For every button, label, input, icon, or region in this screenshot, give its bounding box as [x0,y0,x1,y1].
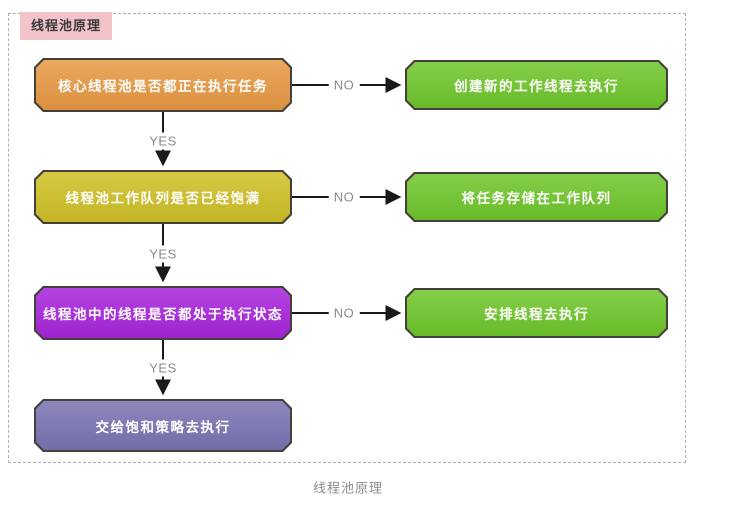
edge-label-yes-3: YES [144,359,182,377]
edge-label-no-1: NO [328,76,360,94]
diagram-title-chip: 线程池原理 [20,12,113,40]
question-box-threads-executing-label: 线程池中的线程是否都处于执行状态 [36,288,290,338]
question-box-queue-full-label: 线程池工作队列是否已经饱满 [36,172,290,222]
result-box-schedule-thread: 安排线程去执行 [405,288,668,338]
dashed-frame [8,13,686,463]
question-box-queue-full: 线程池工作队列是否已经饱满 [34,170,292,224]
edge-label-no-3: NO [328,304,360,322]
question-box-core-threads: 核心线程池是否都正在执行任务 [34,58,292,112]
edge-label-no-2: NO [328,188,360,206]
result-box-store-queue-label: 将任务存储在工作队列 [407,174,666,220]
edge-label-yes-1: YES [144,132,182,150]
diagram-caption: 线程池原理 [312,480,384,496]
edge-label-yes-2: YES [144,245,182,263]
result-box-schedule-thread-label: 安排线程去执行 [407,290,666,336]
result-box-create-worker-label: 创建新的工作线程去执行 [407,62,666,108]
question-box-core-threads-label: 核心线程池是否都正在执行任务 [36,60,290,110]
final-box-saturation-policy-label: 交给饱和策略去执行 [36,401,290,450]
result-box-store-queue: 将任务存储在工作队列 [405,172,668,222]
final-box-saturation-policy: 交给饱和策略去执行 [34,399,292,452]
result-box-create-worker: 创建新的工作线程去执行 [405,60,668,110]
question-box-threads-executing: 线程池中的线程是否都处于执行状态 [34,286,292,340]
